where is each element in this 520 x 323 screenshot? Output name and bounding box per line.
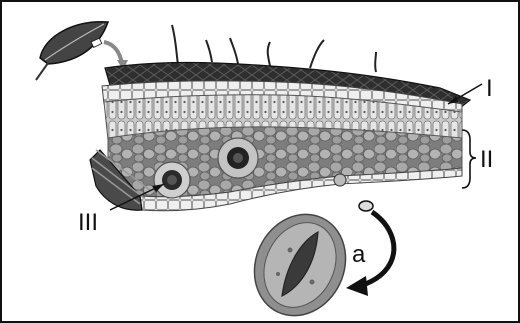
stoma-enlarged bbox=[238, 199, 362, 323]
label-epidermis: I bbox=[486, 75, 493, 102]
label-stoma: a bbox=[352, 241, 366, 268]
vascular-bundle-right bbox=[218, 138, 258, 178]
stoma-small bbox=[359, 201, 373, 211]
label-vascular-bundle: III bbox=[78, 209, 98, 236]
label-mesophyll: II bbox=[480, 146, 493, 173]
label-ii-bracket bbox=[462, 130, 476, 188]
vascular-bundle-left bbox=[154, 162, 190, 198]
